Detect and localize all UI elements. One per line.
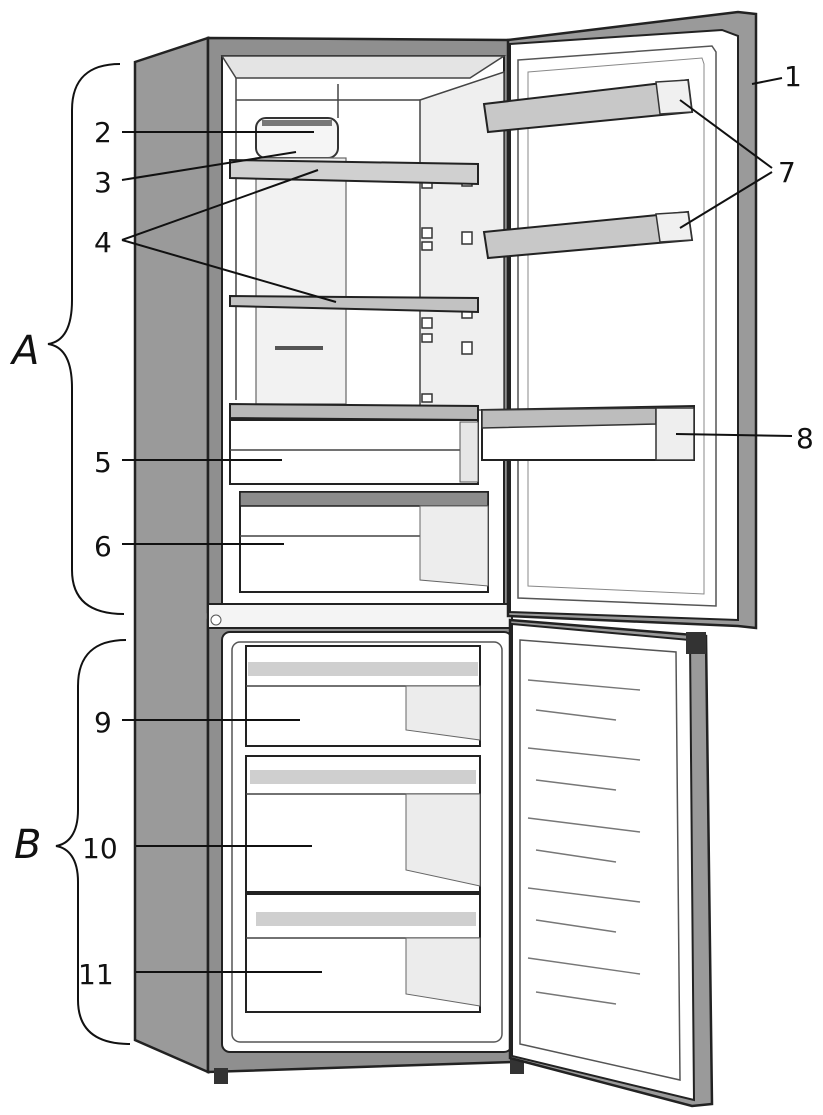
crisper-cover-shelf [229,402,479,422]
compartment-divider [207,603,513,629]
fridge-ceiling [220,55,507,79]
divider-latch [210,614,222,626]
fridge-door [481,10,758,630]
brace-a [47,63,125,615]
callout-10: 10 [82,832,118,865]
callout-11: 11 [78,958,114,991]
callout-3: 3 [94,166,112,199]
rear-panel [255,157,347,405]
glass-shelf-upper [229,158,479,186]
callout-2: 2 [94,116,112,149]
leader-lines [121,77,793,973]
foot-left [214,1068,228,1084]
drawer-5 [229,419,479,485]
fridge-door-liner [509,28,739,622]
callout-1: 1 [784,60,802,93]
freezer-door-liner [511,622,696,1102]
freezer-door [508,618,714,1108]
callout-4: 4 [94,226,112,259]
section-label-a: A [9,328,39,374]
freezer-interior [221,631,513,1053]
brace-b [55,639,131,1045]
fridge-interior [220,55,507,605]
cabinet-left-side [133,36,210,1074]
section-label-b: B [14,822,41,868]
freezer-door-ridges [527,679,641,1005]
callout-9: 9 [94,706,112,739]
callout-6: 6 [94,530,112,563]
callout-5: 5 [94,446,112,479]
callout-8: 8 [796,422,814,455]
glass-shelf-lower [229,294,479,314]
callout-7: 7 [778,156,796,189]
